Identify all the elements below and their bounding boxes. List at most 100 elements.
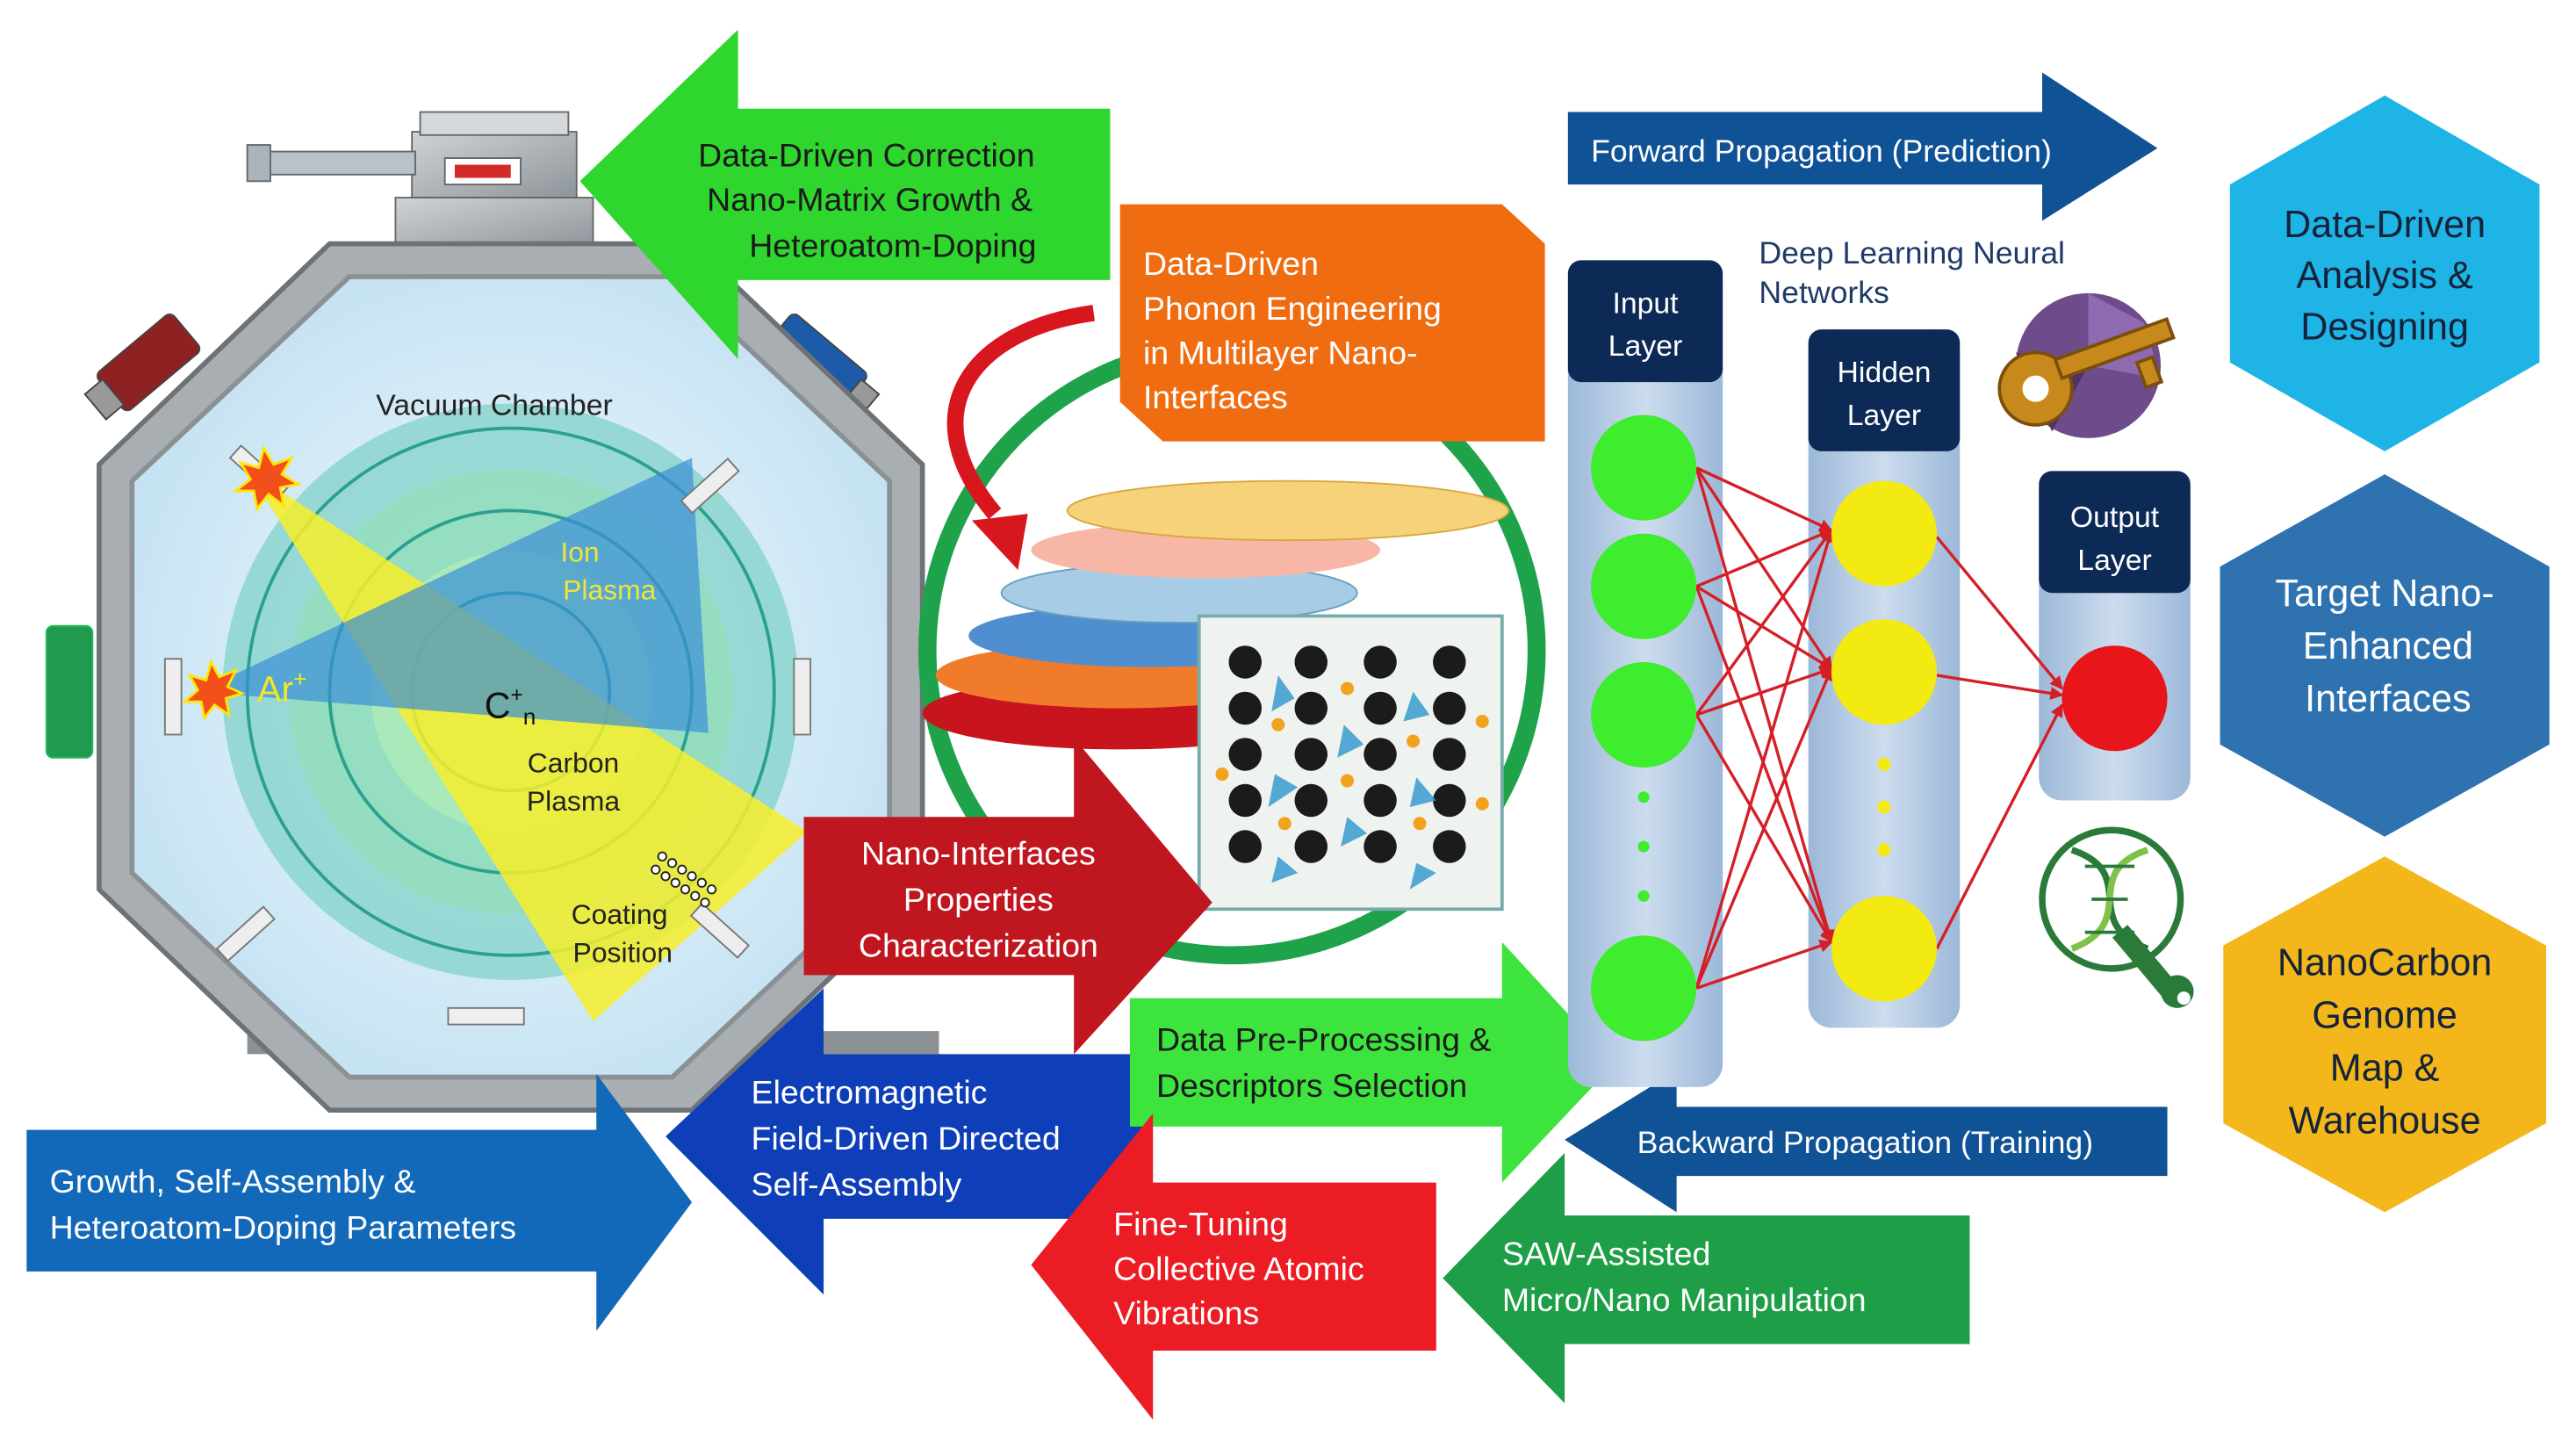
backward-propagation-label: Backward Propagation (Training)	[1637, 1125, 2093, 1160]
growth-label-line2: Heteroatom-Doping Parameters	[50, 1208, 516, 1245]
hex-genome-line2: Genome	[2312, 994, 2457, 1036]
saw-label-line1: SAW-Assisted	[1502, 1235, 1711, 1272]
data-driven-correction-arrow: Data-Driven Correction Nano-Matrix Growt…	[579, 29, 1111, 359]
hidden-node	[1831, 619, 1937, 725]
phonon-engineering-box: Data-Driven Phonon Engineering in Multil…	[1119, 204, 1545, 442]
input-layer-header	[1567, 260, 1723, 383]
carbon-plasma-label-line2: Plasma	[527, 785, 621, 817]
input-node	[1591, 533, 1697, 639]
carbon-ion-label: C+n	[485, 683, 536, 730]
hex-genome-line3: Map &	[2330, 1047, 2440, 1089]
coating-position-label-line2: Position	[573, 936, 673, 968]
top-port-cap	[246, 144, 271, 183]
hidden-ellipsis	[1877, 757, 1891, 857]
hidden-node	[1831, 896, 1937, 1002]
hex-genome-line1: NanoCarbon	[2277, 941, 2493, 984]
atomic-lattice	[1215, 645, 1489, 890]
carbon-ion-charge: +	[511, 683, 523, 707]
pre-processing-label-line2: Descriptors Selection	[1156, 1067, 1467, 1104]
slot	[447, 1006, 525, 1026]
ar-ion-label: Ar+	[257, 666, 307, 710]
hidden-node	[1831, 480, 1937, 587]
forward-propagation-label: Forward Propagation (Prediction)	[1591, 133, 2052, 169]
correction-label-line2: Nano-Matrix Growth &	[707, 181, 1033, 218]
fine-tuning-arrow: Fine-Tuning Collective Atomic Vibrations	[1031, 1113, 1436, 1420]
carbon-ion-symbol: C	[485, 686, 511, 726]
top-port-pipe	[266, 150, 416, 176]
saw-label-line2: Micro/Nano Manipulation	[1502, 1281, 1867, 1318]
network-connections	[1695, 466, 2064, 990]
hidden-layer-label-line2: Layer	[1847, 399, 1921, 432]
electromagnetic-label-line3: Self-Assembly	[752, 1166, 962, 1203]
hidden-layer-label-line1: Hidden	[1837, 356, 1931, 389]
hex-target-line3: Interfaces	[2305, 678, 2471, 720]
top-port-flange	[419, 111, 570, 136]
phonon-label-line4: Interfaces	[1143, 378, 1288, 415]
fine-tuning-label-line3: Vibrations	[1113, 1294, 1259, 1331]
input-layer-label-line2: Layer	[1608, 329, 1682, 363]
phonon-label-line1: Data-Driven	[1143, 245, 1319, 282]
input-layer-label-line1: Input	[1612, 286, 1679, 320]
ar-ion-symbol: Ar	[257, 669, 294, 710]
pre-processing-label-line1: Data Pre-Processing &	[1156, 1021, 1491, 1058]
curved-arrow-icon	[946, 305, 1095, 520]
input-node	[1591, 935, 1697, 1042]
network-title-line2: Networks	[1759, 275, 1889, 310]
correction-label-line3: Heteroatom-Doping	[749, 227, 1036, 264]
side-window-green	[45, 624, 94, 759]
output-layer-label-line2: Layer	[2077, 544, 2151, 577]
correction-label-line1: Data-Driven Correction	[698, 136, 1034, 173]
burst-icon	[181, 659, 247, 722]
characterization-arrow: Nano-Interfaces Properties Characterizat…	[803, 738, 1212, 1055]
growth-parameters-arrow: Growth, Self-Assembly & Heteroatom-Dopin…	[26, 1073, 693, 1331]
input-node	[1591, 661, 1697, 768]
top-port-indicator	[454, 164, 511, 178]
hex-analysis-line2: Analysis &	[2296, 255, 2473, 297]
characterization-label-line2: Properties	[903, 881, 1054, 918]
characterization-label-line3: Characterization	[859, 927, 1098, 964]
top-port-collar	[394, 197, 594, 249]
growth-label-line1: Growth, Self-Assembly &	[50, 1163, 416, 1200]
saw-assisted-arrow: SAW-Assisted Micro/Nano Manipulation	[1443, 1152, 1970, 1403]
neural-network: Deep Learning Neural Networks Input Laye…	[1567, 235, 2191, 1087]
ion-plasma-label-line2: Plasma	[563, 574, 657, 606]
carbon-ion-subscript: n	[523, 703, 536, 730]
ion-plasma-beam	[198, 458, 709, 733]
coating-dots	[651, 851, 717, 908]
dna-wrench-icon	[2039, 826, 2194, 1008]
characterization-label-line1: Nano-Interfaces	[861, 835, 1096, 872]
fine-tuning-label-line1: Fine-Tuning	[1113, 1206, 1288, 1243]
ion-plasma-label-line1: Ion	[560, 537, 599, 568]
forward-propagation-arrow: Forward Propagation (Prediction)	[1567, 72, 2158, 221]
slot	[215, 905, 276, 962]
hex-target-line1: Target Nano-	[2275, 573, 2493, 615]
hex-target-line2: Enhanced	[2303, 625, 2473, 667]
vacuum-chamber: Vacuum Chamber Ion Plasma Ar+ C+n Carbon…	[45, 111, 939, 1113]
output-layer-header	[2039, 471, 2191, 594]
phonon-label-line3: in Multilayer Nano-	[1143, 335, 1418, 371]
input-ellipsis	[1637, 791, 1650, 902]
slot	[793, 658, 812, 736]
electromagnetic-label-line1: Electromagnetic	[752, 1074, 988, 1111]
output-node	[2062, 645, 2168, 752]
network-title-line1: Deep Learning Neural	[1759, 235, 2065, 270]
chamber-title: Vacuum Chamber	[376, 389, 613, 422]
input-node	[1591, 414, 1697, 521]
key-icon	[1997, 292, 2176, 438]
slot	[680, 458, 740, 515]
hexagon-target: Target Nano- Enhanced Interfaces	[2220, 474, 2550, 837]
curved-arrow-head	[971, 514, 1028, 570]
electromagnetic-arrow: Electromagnetic Field-Driven Directed Se…	[666, 988, 1150, 1295]
fine-tuning-label-line2: Collective Atomic	[1113, 1250, 1364, 1287]
layer-yellow	[1066, 479, 1510, 542]
pre-processing-arrow: Data Pre-Processing & Descriptors Select…	[1129, 941, 1615, 1183]
output-layer-label-line1: Output	[2070, 501, 2160, 534]
burst-icon	[232, 444, 302, 512]
hex-analysis-line3: Designing	[2300, 306, 2469, 348]
carbon-plasma-label-line1: Carbon	[528, 747, 620, 779]
hexagon-analysis: Data-Driven Analysis & Designing	[2229, 95, 2540, 451]
hidden-layer-header	[1808, 329, 1961, 451]
backward-propagation-arrow: Backward Propagation (Training)	[1565, 1070, 2168, 1213]
